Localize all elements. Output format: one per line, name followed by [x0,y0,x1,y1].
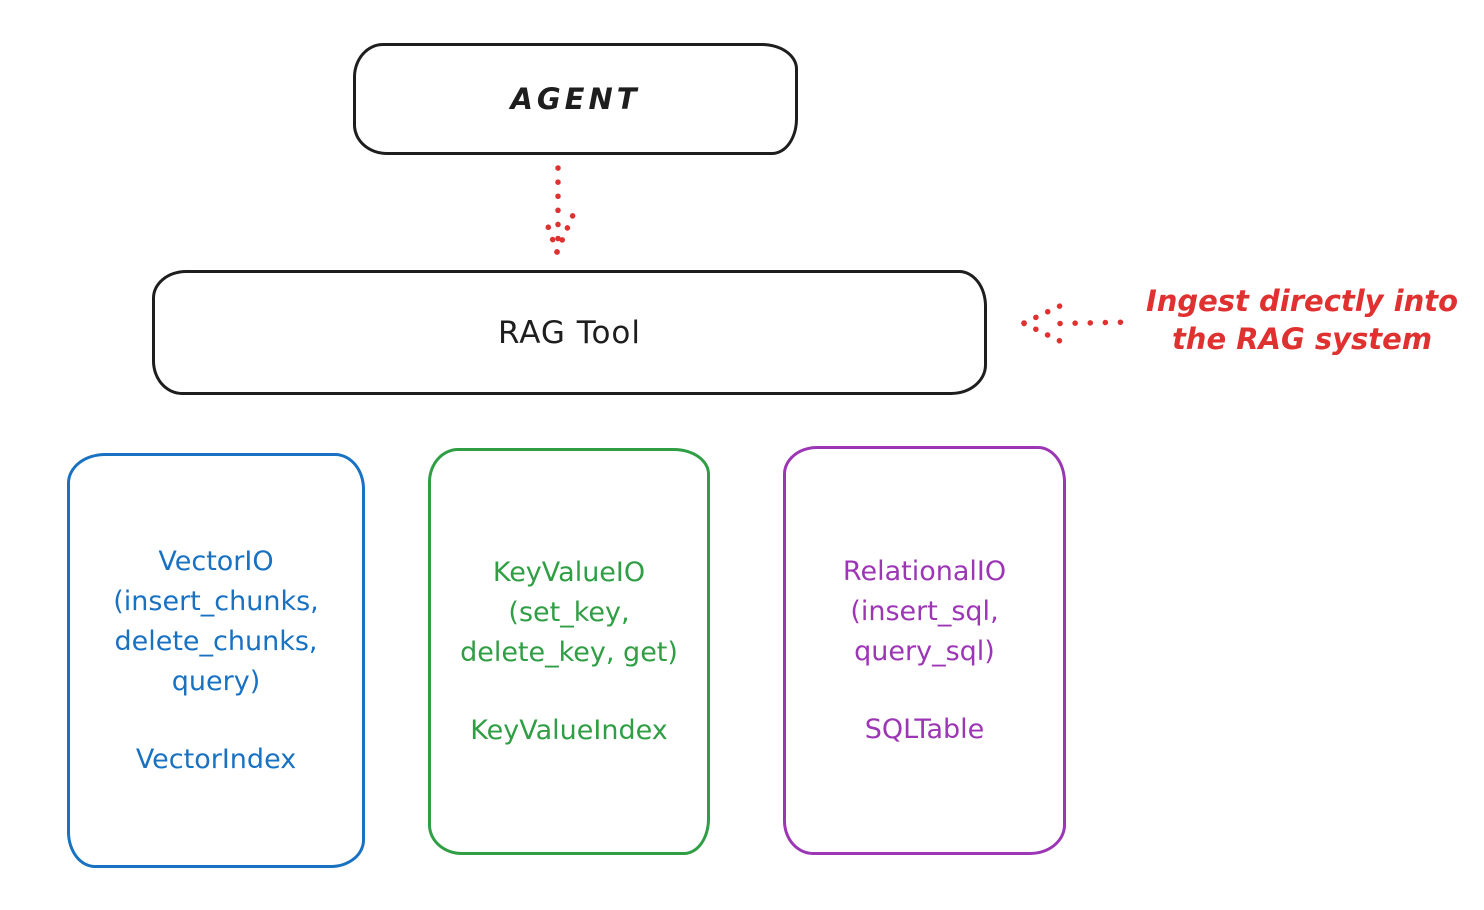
relationalio-node: RelationalIO (insert_sql, query_sql) SQL… [783,446,1066,855]
relationalio-index-label: SQLTable [864,713,985,745]
keyvalueio-title-line: (set_key, [508,596,630,628]
agent-node: AGENT [353,43,798,155]
agent-to-ragtool-arrow [541,165,576,255]
keyvalueio-node: KeyValueIO (set_key, delete_key, get) Ke… [428,448,710,855]
ingest-annotation-line2: the RAG system [1171,322,1433,356]
vectorio-title-line: delete_chunks, [114,625,318,657]
ingest-annotation: Ingest directly into the RAG system [1130,282,1474,358]
ingest-into-ragtool-arrow [1021,302,1133,344]
keyvalueio-title-line: delete_key, get) [460,636,678,668]
relationalio-title-line: (insert_sql, [850,595,999,627]
relationalio-title-line: RelationalIO [842,555,1007,587]
relationalio-title-line: query_sql) [854,635,995,667]
vectorio-title-line: (insert_chunks, [113,585,319,617]
keyvalueio-title: KeyValueIO (set_key, delete_key, get) [460,553,678,673]
relationalio-title: RelationalIO (insert_sql, query_sql) [843,552,1006,672]
vectorio-node: VectorIO (insert_chunks, delete_chunks, … [67,453,365,868]
rag-tool-node: RAG Tool [152,270,987,395]
ingest-annotation-line1: Ingest directly into [1145,284,1459,318]
rag-tool-label: RAG Tool [497,314,642,351]
keyvalueio-index-label: KeyValueIndex [470,714,668,746]
keyvalueio-title-line: KeyValueIO [492,556,646,588]
vectorio-index-label: VectorIndex [135,743,297,775]
vectorio-title: VectorIO (insert_chunks, delete_chunks, … [113,542,318,702]
agent-label: AGENT [510,82,641,116]
vectorio-title-line: VectorIO [158,545,274,577]
vectorio-title-line: query) [171,665,261,697]
